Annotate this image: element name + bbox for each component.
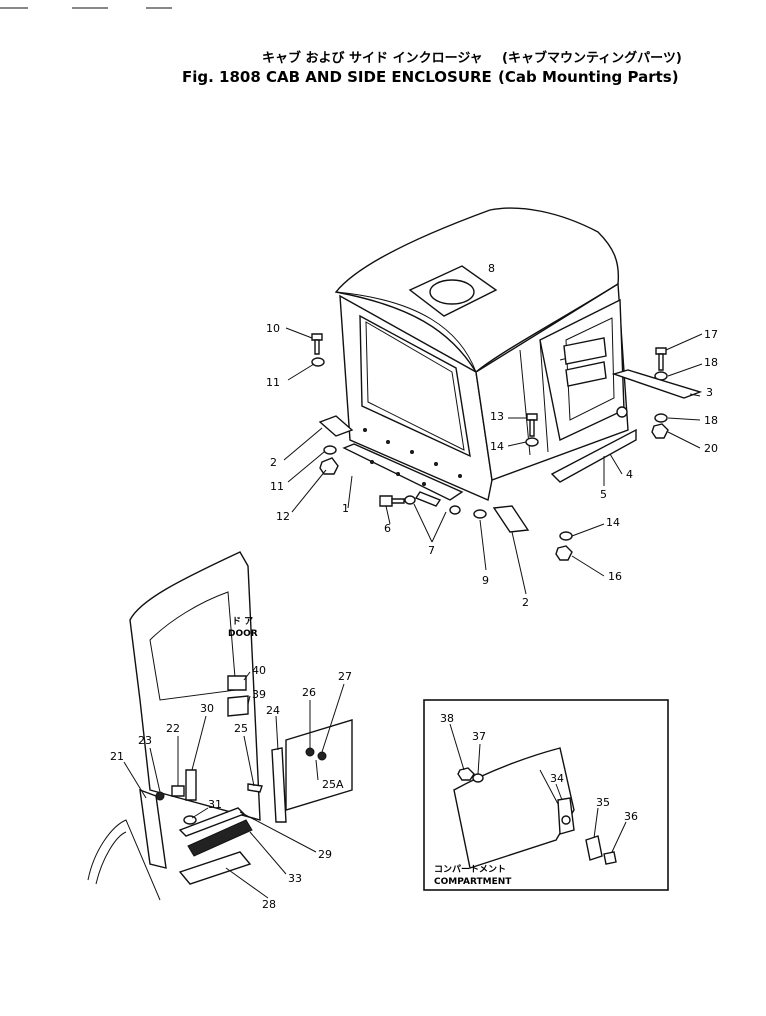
- compartment-label-en: COMPARTMENT: [434, 877, 512, 887]
- compartment-inset: [423, 699, 669, 891]
- callout-7: 7: [428, 544, 435, 557]
- callout-38: 38: [440, 712, 454, 725]
- callout-14a: 14: [490, 440, 504, 453]
- callout-22: 22: [166, 722, 180, 735]
- callout-20: 20: [704, 442, 718, 455]
- callout-16: 16: [608, 570, 622, 583]
- callout-4: 4: [626, 468, 633, 481]
- title-japanese: キャブ および サイド インクロージャ: [262, 50, 483, 66]
- callout-31: 31: [208, 798, 222, 811]
- callout-27: 27: [338, 670, 352, 683]
- leader-lines-door: [123, 671, 345, 899]
- callout-2a: 2: [270, 456, 277, 469]
- callout-35: 35: [596, 796, 610, 809]
- callout-6: 6: [384, 522, 391, 535]
- compartment-label-jp: コンパートメント: [434, 863, 506, 875]
- callout-10: 10: [266, 322, 280, 335]
- callout-11a: 11: [266, 376, 280, 389]
- callout-14b: 14: [606, 516, 620, 529]
- callout-34: 34: [550, 772, 564, 785]
- callout-37: 37: [472, 730, 486, 743]
- callout-40: 40: [252, 664, 266, 677]
- title-english: Fig. 1808 CAB AND SIDE ENCLOSURE: [182, 68, 492, 86]
- callout-24: 24: [266, 704, 280, 717]
- callout-30: 30: [200, 702, 214, 715]
- callout-18b: 18: [704, 414, 718, 427]
- subtitle-english: (Cab Mounting Parts): [498, 68, 679, 86]
- callout-33: 33: [288, 872, 302, 885]
- mounting-hardware: [311, 333, 703, 561]
- callout-numbers: 8 10 11 2 11 12 1 6 7 9 2 13 14 17 18 3 …: [110, 262, 718, 911]
- callout-36: 36: [624, 810, 638, 823]
- callout-1: 1: [342, 502, 349, 515]
- callout-25A: 25A: [322, 778, 344, 791]
- callout-8: 8: [488, 262, 495, 275]
- callout-25: 25: [234, 722, 248, 735]
- door-label-en: DOOR: [228, 629, 258, 639]
- subtitle-japanese: (キャブマウンティングパーツ): [502, 50, 682, 66]
- callout-21: 21: [110, 750, 124, 763]
- callout-18a: 18: [704, 356, 718, 369]
- callout-13: 13: [490, 410, 504, 423]
- callout-17: 17: [704, 328, 718, 341]
- cab-assembly: [334, 207, 629, 501]
- callout-5: 5: [600, 488, 607, 501]
- door-label-jp: ド ア: [232, 616, 253, 627]
- callout-9: 9: [482, 574, 489, 587]
- callout-11b: 11: [270, 480, 284, 493]
- leader-lines-cab: [283, 327, 703, 595]
- callout-23: 23: [138, 734, 152, 747]
- callout-3: 3: [706, 386, 713, 399]
- door-assembly: [87, 551, 353, 901]
- callout-26: 26: [302, 686, 316, 699]
- callout-28: 28: [262, 898, 276, 911]
- callout-12: 12: [276, 510, 290, 523]
- callout-2b: 2: [522, 596, 529, 609]
- callout-39: 39: [252, 688, 266, 701]
- callout-29: 29: [318, 848, 332, 861]
